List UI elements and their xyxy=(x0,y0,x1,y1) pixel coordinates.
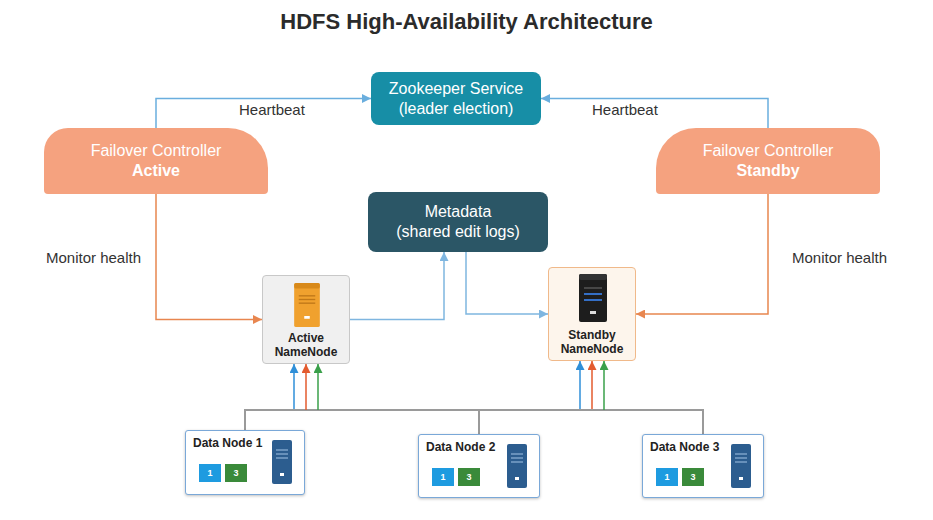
connector xyxy=(479,361,592,434)
connector-line xyxy=(541,99,768,129)
connector xyxy=(156,194,262,320)
edge-label: Monitor health xyxy=(44,249,143,267)
node-text: Active NameNode xyxy=(266,331,346,359)
edge-label: Heartbeat xyxy=(590,101,660,119)
connector-line xyxy=(306,410,479,434)
data-node-box: Data Node 3 1 3 xyxy=(642,434,764,498)
diagram-title: HDFS High-Availability Architecture xyxy=(0,8,933,36)
block-square: 1 xyxy=(656,468,678,486)
connector-line xyxy=(245,410,294,430)
block-square: 3 xyxy=(682,468,704,486)
connector-line xyxy=(350,252,444,320)
node-text: Data Node 1 xyxy=(193,436,262,450)
edge-label: Heartbeat xyxy=(237,101,307,119)
connector xyxy=(318,364,703,434)
connector xyxy=(541,99,768,129)
connector-line xyxy=(293,364,295,410)
block-square: 3 xyxy=(225,464,247,482)
server-icon xyxy=(579,274,607,322)
connector-line xyxy=(156,99,371,129)
failover-controller: Failover ControllerActive xyxy=(44,128,268,194)
node-text: Zookeeper Service xyxy=(389,79,523,99)
connector xyxy=(636,194,768,314)
server-icon xyxy=(294,283,320,327)
connector xyxy=(604,361,703,434)
node-text: (shared edit logs) xyxy=(396,222,520,242)
node-text: Metadata xyxy=(425,202,492,222)
connector xyxy=(245,364,294,430)
title-underline xyxy=(280,44,675,46)
connector-line xyxy=(479,410,592,434)
connector-line xyxy=(591,361,593,410)
node-text: 1 xyxy=(440,472,445,483)
server-icon xyxy=(272,440,292,484)
node-text: Data Node 3 xyxy=(650,440,719,454)
data-node-box: Data Node 2 1 3 xyxy=(418,434,540,498)
server-icon xyxy=(507,444,527,488)
data-node-box: Data Node 1 1 3 xyxy=(185,430,305,495)
connector-line xyxy=(636,194,768,314)
connector-line xyxy=(579,361,581,410)
server-icon xyxy=(507,444,527,488)
block-square: 1 xyxy=(199,464,221,482)
connector-line xyxy=(245,410,580,430)
failover-controller: Failover ControllerStandby xyxy=(656,128,880,194)
zookeeper-box: Zookeeper Service(leader election) xyxy=(371,72,541,125)
connector xyxy=(156,99,371,129)
server-icon xyxy=(294,283,320,327)
connector xyxy=(466,252,548,314)
node-text: Failover Controller xyxy=(91,141,222,161)
connector-line xyxy=(604,410,703,434)
connector-line xyxy=(317,364,319,410)
node-text: 1 xyxy=(664,472,669,483)
node-text: (leader election) xyxy=(399,99,514,119)
node-text: 1 xyxy=(207,468,212,479)
node-text: 3 xyxy=(690,472,695,483)
connector-line xyxy=(305,364,307,410)
node-text: 3 xyxy=(233,468,238,479)
server-icon xyxy=(731,444,751,488)
server-icon xyxy=(579,274,607,322)
connector xyxy=(245,361,580,430)
node-text: 3 xyxy=(466,472,471,483)
node-text: Active xyxy=(132,161,180,181)
connector-line xyxy=(318,410,703,434)
connector-line xyxy=(466,252,548,314)
node-text: Standby xyxy=(736,161,799,181)
connector xyxy=(350,252,444,320)
namenode-box: Standby NameNode xyxy=(548,267,636,361)
connector-line xyxy=(603,361,605,410)
block-square: 3 xyxy=(458,468,480,486)
connector xyxy=(306,364,479,434)
connector-line xyxy=(156,194,262,320)
node-text: Standby NameNode xyxy=(552,328,632,356)
node-text: Failover Controller xyxy=(703,141,834,161)
metadata-box: Metadata(shared edit logs) xyxy=(368,192,548,252)
server-icon xyxy=(272,440,292,484)
namenode-box: Active NameNode xyxy=(262,275,350,364)
block-square: 1 xyxy=(432,468,454,486)
node-text: Data Node 2 xyxy=(426,440,495,454)
server-icon xyxy=(731,444,751,488)
edge-label: Monitor health xyxy=(790,249,889,267)
